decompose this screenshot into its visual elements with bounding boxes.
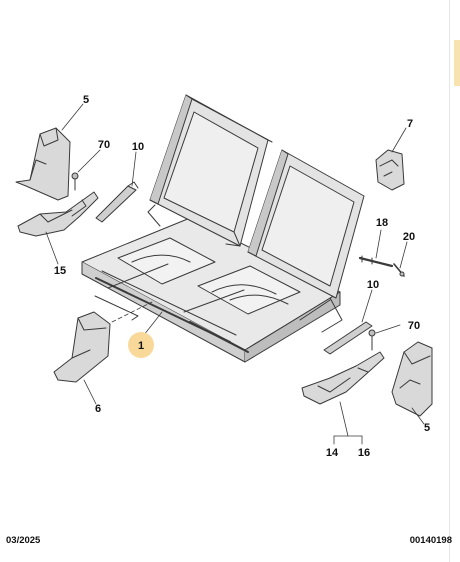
- callout-1-highlight: [128, 332, 154, 358]
- footer-diagram-code: 00140198: [409, 535, 452, 546]
- callout-1: 1: [138, 340, 144, 352]
- page-edge-tab: [454, 40, 460, 86]
- part-70-right-screw: [368, 329, 376, 351]
- callout-5-left: 5: [83, 94, 89, 106]
- callout-15: 15: [54, 265, 66, 277]
- part-18-rod: [358, 255, 394, 268]
- callout-16: 16: [358, 447, 370, 459]
- callout-10-right: 10: [367, 279, 379, 291]
- part-14-16-right-bracket: [301, 351, 385, 405]
- part-6-left-lower-cover: [53, 311, 111, 383]
- callout-6: 6: [95, 403, 101, 415]
- part-20-pin: [393, 263, 405, 277]
- left-seat-back-frame: [147, 94, 273, 247]
- callout-18: 18: [376, 217, 388, 229]
- callout-70-right: 70: [408, 320, 420, 332]
- part-5-right-cover: [391, 341, 433, 417]
- part-7-right-cover: [375, 149, 405, 191]
- callout-20: 20: [403, 231, 415, 243]
- callout-7: 7: [407, 118, 413, 130]
- part-70-left-screw: [71, 172, 79, 191]
- page-edge-line: [449, 0, 450, 562]
- callout-14: 14: [326, 447, 339, 459]
- callout-10-left: 10: [132, 141, 144, 153]
- callout-70-left: 70: [98, 139, 110, 151]
- footer-date: 03/2025: [6, 535, 41, 546]
- part-5-left-cover: [15, 127, 71, 201]
- right-seat-back-frame: [247, 149, 365, 333]
- part-15-left-bracket: [17, 191, 99, 237]
- callout-5-right: 5: [424, 422, 430, 434]
- part-10-right-trim: [323, 321, 373, 355]
- part-10-left-trim: [95, 181, 139, 223]
